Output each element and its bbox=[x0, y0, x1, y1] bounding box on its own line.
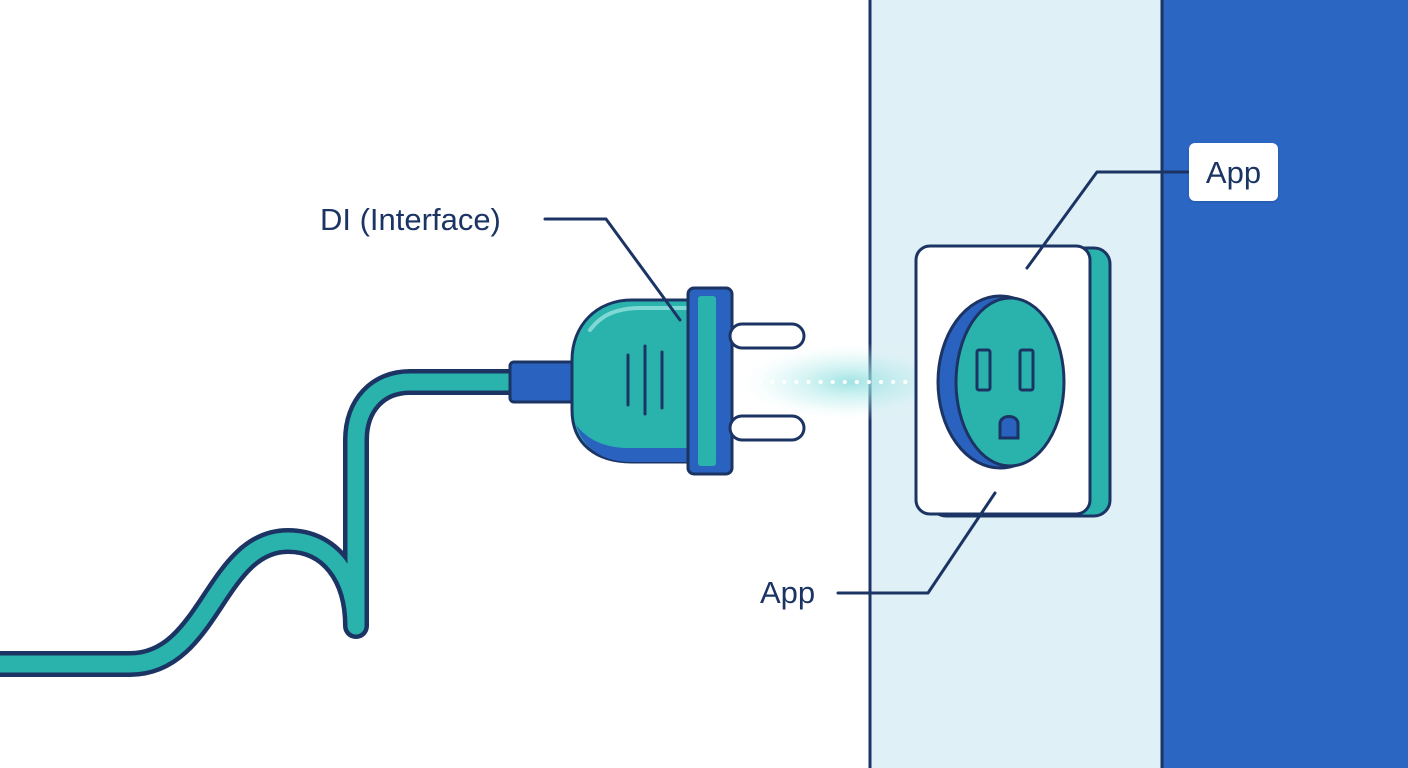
plug-body bbox=[570, 298, 702, 464]
plug-body-shade bbox=[576, 425, 700, 462]
plug-body-highlight bbox=[588, 306, 692, 332]
socket-bottom-label: App bbox=[760, 575, 816, 610]
plug-prong-top bbox=[728, 322, 806, 350]
connection-glow bbox=[735, 342, 965, 422]
wall bbox=[868, 0, 1408, 768]
interface-label: DI (Interface) bbox=[320, 202, 501, 237]
plug-icon bbox=[508, 286, 806, 476]
leader-line-interface bbox=[543, 217, 682, 322]
wall-socket-icon bbox=[914, 244, 1112, 518]
socket-top-label: App bbox=[1189, 143, 1278, 201]
wall-dark-panel bbox=[1162, 0, 1408, 768]
cord-fill bbox=[0, 373, 524, 673]
cord-outline bbox=[0, 369, 528, 677]
leader-line-app-top bbox=[1025, 170, 1190, 270]
plug-strain-relief bbox=[508, 360, 582, 404]
leader-lines bbox=[543, 170, 1190, 595]
socket-slot-left bbox=[975, 348, 992, 392]
plug-faceplate-inner bbox=[698, 296, 716, 466]
socket-ground-hole bbox=[998, 415, 1020, 440]
leader-line-app-bottom bbox=[836, 491, 997, 595]
connection-indicator bbox=[735, 342, 965, 422]
plug-prong-bottom bbox=[728, 414, 806, 442]
power-cord bbox=[0, 369, 528, 677]
socket-slot-right bbox=[1018, 348, 1035, 392]
socket-face bbox=[954, 296, 1066, 468]
